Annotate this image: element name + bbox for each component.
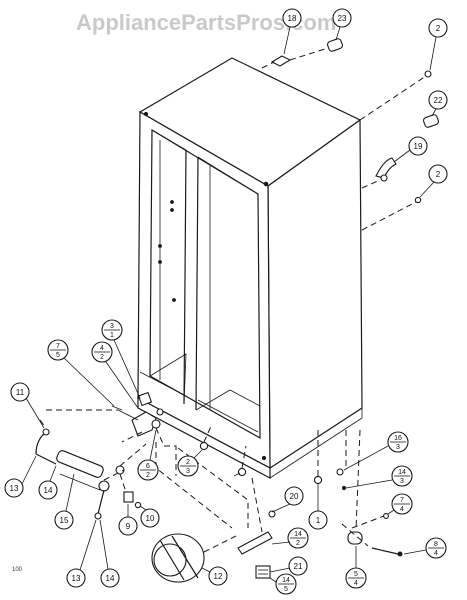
svg-text:13: 13	[10, 484, 19, 493]
svg-text:2: 2	[436, 170, 441, 179]
callout-16-3: 16 3	[343, 431, 409, 471]
figure-code: 100	[12, 567, 23, 573]
svg-text:18: 18	[288, 14, 297, 23]
callout-5-4: 5 4	[345, 546, 367, 589]
svg-text:14: 14	[106, 574, 115, 583]
svg-text:22: 22	[434, 96, 443, 105]
svg-text:14: 14	[398, 469, 406, 476]
callout-15: 15	[54, 473, 75, 530]
callout-7-5: 7 5	[47, 339, 115, 407]
cabinet-body	[137, 57, 363, 479]
callout-14-5: 14 5	[269, 573, 297, 595]
svg-text:10: 10	[146, 514, 155, 523]
callout-14-3: 14 3	[345, 465, 413, 489]
svg-text:13: 13	[72, 574, 81, 583]
svg-text:14: 14	[294, 531, 302, 538]
callout-10: 10	[139, 505, 160, 528]
svg-text:14: 14	[44, 486, 53, 495]
callout-labels: 18 23 2 22 19 2	[4, 8, 448, 595]
svg-text:4: 4	[434, 550, 438, 557]
callout-14-left: 14	[38, 465, 58, 500]
svg-text:4: 4	[400, 506, 404, 513]
svg-text:3: 3	[110, 323, 114, 330]
callout-18: 18	[282, 8, 302, 55]
callout-1: 1	[308, 484, 328, 530]
svg-text:2: 2	[186, 459, 190, 466]
svg-text:8: 8	[434, 541, 438, 548]
callout-12: 12	[201, 566, 228, 586]
svg-text:3: 3	[396, 444, 400, 451]
top-hardware	[261, 38, 439, 231]
svg-text:5: 5	[354, 571, 358, 578]
callout-9: 9	[118, 504, 138, 536]
svg-text:15: 15	[60, 516, 69, 525]
svg-text:2: 2	[296, 540, 300, 547]
callout-21: 21	[269, 556, 308, 576]
callout-4-2: 4 2	[91, 341, 139, 409]
callout-23: 23	[332, 8, 352, 41]
svg-text:9: 9	[126, 522, 131, 531]
svg-text:16: 16	[394, 435, 402, 442]
svg-text:12: 12	[214, 572, 223, 581]
callout-6-2: 6 2	[137, 429, 159, 481]
svg-text:20: 20	[290, 492, 299, 501]
svg-text:4: 4	[100, 345, 104, 352]
callout-13-lower: 13	[66, 519, 97, 588]
svg-text:7: 7	[56, 343, 60, 350]
bottom-hardware	[35, 391, 247, 520]
callout-19: 19	[393, 136, 428, 163]
callout-22: 22	[428, 90, 448, 117]
svg-text:1: 1	[316, 516, 321, 525]
svg-text:4: 4	[354, 580, 358, 587]
callout-14-2: 14 2	[271, 527, 309, 549]
svg-text:2: 2	[146, 472, 150, 479]
callout-14-lower: 14	[99, 519, 120, 588]
callout-13-upper: 13	[4, 455, 37, 498]
callout-7-4: 7 4	[387, 493, 413, 515]
callout-2-3: 2 3	[177, 449, 203, 477]
svg-text:2: 2	[100, 354, 104, 361]
svg-text:7: 7	[400, 497, 404, 504]
svg-text:23: 23	[338, 14, 347, 23]
svg-text:14: 14	[282, 577, 290, 584]
svg-text:19: 19	[414, 142, 423, 151]
callout-8-4: 8 4	[403, 537, 447, 559]
svg-text:6: 6	[146, 463, 150, 470]
svg-text:5: 5	[284, 586, 288, 593]
svg-text:5: 5	[56, 352, 60, 359]
svg-text:21: 21	[294, 562, 303, 571]
svg-text:3: 3	[186, 468, 190, 475]
callout-2-lower: 2	[419, 164, 448, 198]
svg-text:1: 1	[110, 332, 114, 339]
callout-3-1: 3 1	[101, 319, 141, 399]
callout-20: 20	[271, 486, 304, 513]
svg-text:3: 3	[400, 478, 404, 485]
callout-11: 11	[10, 382, 45, 429]
svg-text:11: 11	[16, 388, 25, 397]
callout-2-top: 2	[428, 18, 448, 71]
svg-text:2: 2	[436, 24, 441, 33]
